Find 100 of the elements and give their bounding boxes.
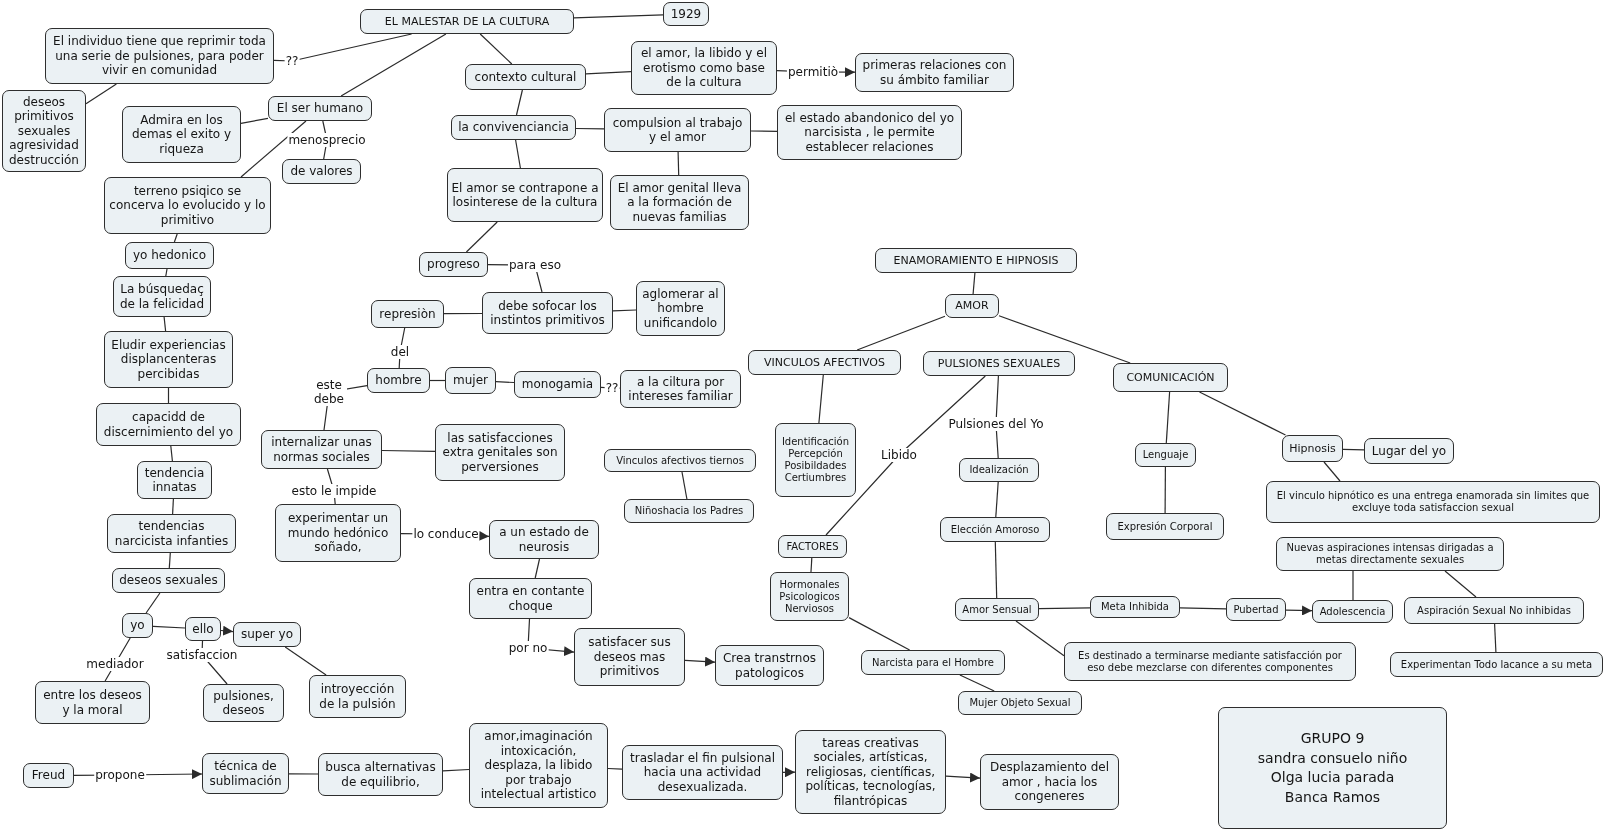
concept-box — [777, 105, 962, 160]
concept-text: introyección de la pulsión — [318, 682, 397, 711]
connector-line — [85, 83, 117, 105]
concept-box — [137, 461, 212, 499]
concept-text: sandra consuelo niño — [1257, 748, 1408, 768]
connector-line — [515, 139, 521, 169]
arrow — [684, 656, 716, 667]
concept-box — [1135, 443, 1196, 467]
edge-label: ?? — [604, 381, 620, 395]
concept-box — [775, 423, 856, 497]
concept-text: Pubertad — [1233, 603, 1279, 616]
concept-text: EL MALESTAR DE LA CULTURA — [384, 14, 550, 29]
concept-box — [622, 745, 783, 800]
connector-line — [607, 767, 623, 770]
concept-box — [955, 598, 1039, 621]
concept-box — [624, 499, 754, 523]
concept-text: busca alternativas de equilibrio, — [324, 760, 437, 789]
concept-box — [202, 753, 289, 794]
concept-box — [940, 517, 1050, 542]
arrow — [945, 772, 981, 783]
concept-text: El amor se contrapone a losinterese de la cultura — [451, 180, 599, 210]
concept-text: a un estado de neurosis — [498, 525, 590, 554]
concept-box — [1064, 642, 1356, 681]
concept-box — [945, 294, 999, 318]
concept-box — [445, 367, 496, 394]
concept-text: terreno psiqico se concerva lo evolucido y lo primitivo — [108, 183, 267, 228]
concept-text: Nuevas aspiraciones intensas dirigadas a metas directamente sexuales — [1285, 542, 1495, 566]
concept-box — [96, 403, 241, 446]
connector-line — [1352, 570, 1354, 601]
connector-line — [1038, 607, 1091, 610]
concept-box — [125, 242, 214, 269]
concept-box — [715, 645, 824, 686]
concept-box — [1226, 598, 1286, 621]
connector-line — [959, 674, 995, 692]
connector-line — [1015, 620, 1065, 657]
concept-text: ello — [192, 621, 214, 637]
concept-text: de valores — [290, 164, 353, 179]
concept-box — [447, 168, 603, 222]
concept-text: Desplazamiento del amor , hacia los congeneres — [988, 760, 1110, 804]
concept-box — [268, 96, 372, 121]
concept-text: Lugar del yo — [1371, 443, 1447, 459]
connector-line — [750, 130, 778, 132]
concept-text: El vinculo hipnótico es una entrega enamorada sin limites que excluye toda satisfaccion sexual — [1275, 490, 1591, 514]
concept-box — [1390, 652, 1603, 677]
connector-line — [575, 127, 605, 130]
connector-line — [273, 33, 413, 62]
connector-line — [443, 312, 483, 315]
concept-box — [604, 108, 751, 152]
connector-line — [972, 272, 976, 295]
concept-box — [112, 568, 225, 593]
concept-text: a la ciltura por intereses familiar — [627, 374, 734, 404]
concept-text: progreso — [427, 257, 480, 272]
connector-line — [1164, 466, 1166, 514]
connector-line — [810, 557, 813, 573]
concept-text: El amor genital lleva a la formación de nuevas familias — [616, 180, 743, 225]
concept-box — [604, 449, 756, 472]
concept-box — [574, 628, 685, 686]
concept-text: COMUNICACIÓN — [1126, 370, 1215, 385]
concept-box — [318, 753, 443, 796]
connector-line — [534, 558, 541, 579]
concept-box — [203, 684, 284, 722]
edge-label: este debe — [311, 378, 347, 406]
connector-line — [998, 315, 1131, 364]
connector-line — [612, 309, 637, 312]
concept-text: tendencia innatas — [143, 465, 206, 495]
concept-text: Freud — [31, 768, 66, 783]
concept-text: técnica de sublimación — [208, 759, 283, 788]
concept-text: internalizar unas normas sociales — [270, 435, 373, 464]
concept-text: el amor, la libido y el erotismo como base de la cultura — [640, 46, 768, 90]
edge-label: Pulsiones del Yo — [947, 417, 1045, 431]
concept-text: represiòn — [379, 306, 436, 322]
concept-text: satisfacer sus deseos mas primitivos — [587, 635, 672, 679]
concept-box — [770, 572, 849, 621]
concept-box — [282, 159, 361, 184]
edge-label: menosprecio — [287, 133, 367, 147]
concept-text: entre los deseos y la moral — [42, 688, 143, 717]
concept-box — [360, 9, 574, 34]
concept-text: FACTORES — [786, 540, 839, 553]
concept-text: GRUPO 9 — [1300, 729, 1365, 748]
concept-box — [1266, 481, 1600, 523]
concept-text: tendencias narcicista infanties — [113, 519, 230, 548]
concept-text: debe sofocar los instintos primitivos — [489, 298, 606, 328]
concept-box — [367, 368, 430, 393]
concept-text: El ser humano — [276, 101, 364, 116]
concept-box — [959, 458, 1039, 482]
concept-text: Niñoshacia los Padres — [634, 505, 744, 517]
concept-box — [631, 41, 777, 95]
concept-text: las satisfacciones extra genitales son perversiones — [441, 430, 559, 475]
connector-line — [465, 221, 498, 253]
connector-line — [288, 773, 319, 775]
concept-text: Admira en los demas el exito y riqueza — [130, 112, 233, 157]
connector-line — [818, 374, 824, 424]
connector-line — [677, 151, 680, 176]
concept-text: Crea transtrnos patologicos — [721, 651, 818, 680]
connector-line — [1342, 448, 1365, 451]
connector-line — [1444, 570, 1477, 598]
concept-box — [748, 350, 901, 375]
edge-label: permitiò — [786, 65, 840, 79]
concept-box — [233, 622, 301, 647]
concept-box — [980, 754, 1119, 810]
